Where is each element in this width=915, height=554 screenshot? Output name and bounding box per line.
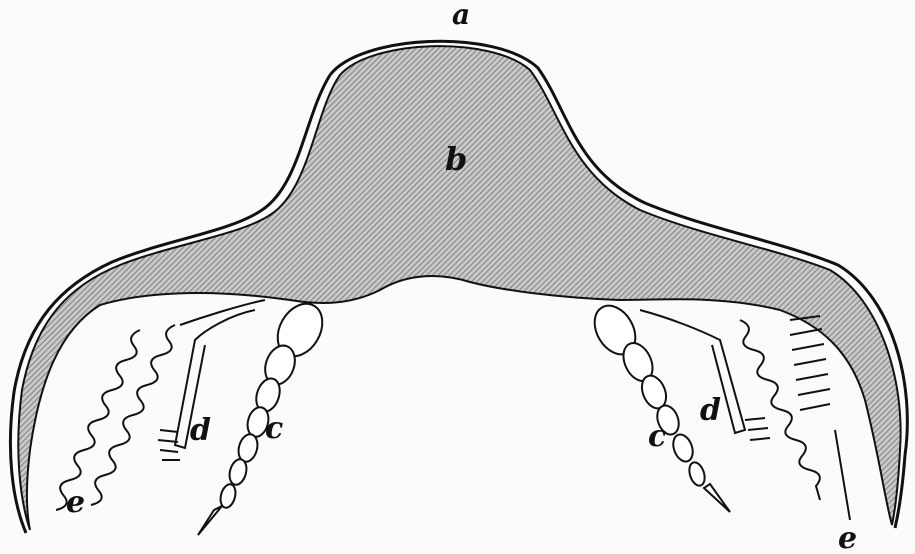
label-d-left: d [190,413,211,448]
label-b: b [445,140,467,178]
left-gill-filaments [56,325,175,510]
label-e-right: e [838,521,857,554]
label-c-right: c [648,419,666,454]
label-d-right: d [700,393,721,428]
label-e-left: e [66,485,85,520]
label-c-left: c [265,411,283,446]
body-cavity-shaded [18,46,900,530]
outer-shell-left [10,75,330,533]
label-a: a [452,0,470,31]
